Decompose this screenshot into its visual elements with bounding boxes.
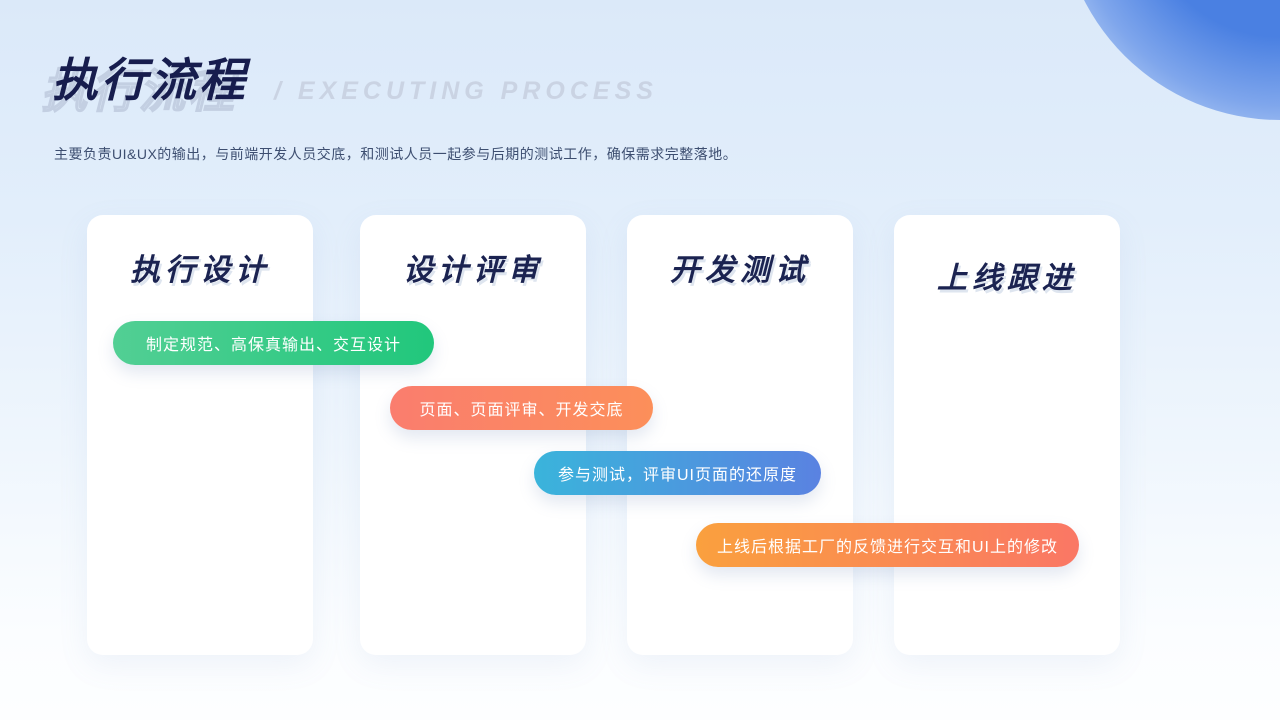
page-description: 主要负责UI&UX的输出，与前端开发人员交底，和测试人员一起参与后期的测试工作，… — [54, 146, 738, 162]
process-step-pill-4: 上线后根据工厂的反馈进行交互和UI上的修改 — [696, 523, 1079, 567]
card-title: 上线跟进 — [937, 262, 1077, 295]
process-card-dev-testing: 开发测试 — [627, 215, 853, 655]
card-title: 开发测试 — [670, 254, 810, 287]
card-title: 执行设计 — [130, 254, 270, 287]
pill-label: 制定规范、高保真输出、交互设计 — [145, 337, 401, 354]
page-subtitle-en: / EXECUTING PROCESS — [274, 77, 658, 105]
process-step-pill-1: 制定规范、高保真输出、交互设计 — [113, 321, 434, 365]
page-title: 执行流程 — [52, 54, 248, 106]
process-card-design-review: 设计评审 — [360, 215, 586, 655]
pill-label: 上线后根据工厂的反馈进行交互和UI上的修改 — [716, 539, 1058, 556]
process-card-launch-followup: 上线跟进 — [894, 215, 1120, 655]
process-step-pill-3: 参与测试，评审UI页面的还原度 — [534, 451, 821, 495]
corner-circle-decoration — [1060, 0, 1280, 120]
process-card-execution-design: 执行设计 — [87, 215, 313, 655]
header: 执行流程 执行流程 / EXECUTING PROCESS — [40, 44, 658, 118]
card-title: 设计评审 — [403, 254, 543, 287]
title-wrap: 执行流程 执行流程 — [40, 44, 248, 118]
pill-label: 页面、页面评审、开发交底 — [419, 402, 624, 419]
process-step-pill-2: 页面、页面评审、开发交底 — [390, 386, 653, 430]
pill-label: 参与测试，评审UI页面的还原度 — [557, 467, 797, 484]
page-title-ghost: 执行流程 — [40, 64, 237, 118]
